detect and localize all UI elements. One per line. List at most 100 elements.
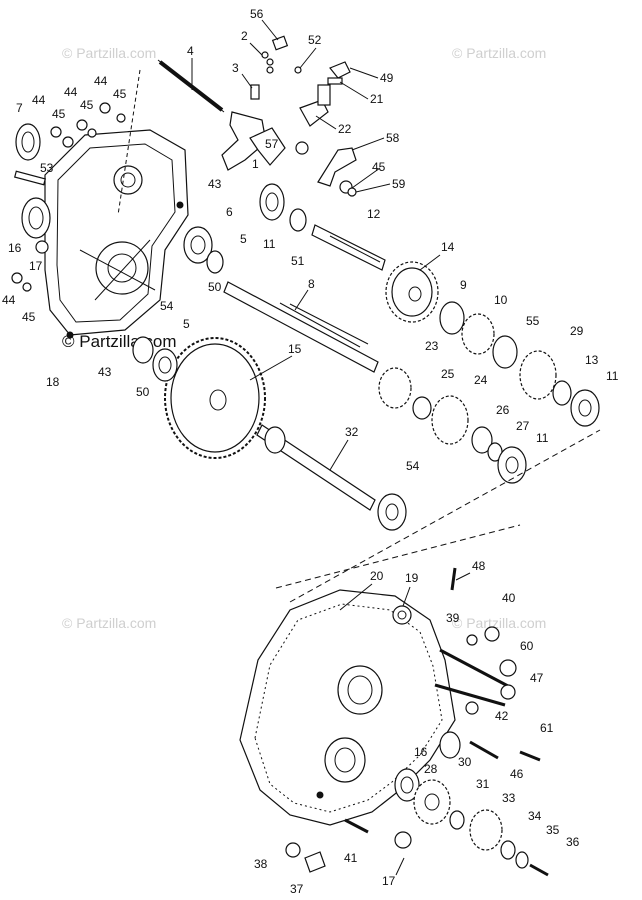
callout-4: 4 (187, 44, 194, 58)
callout-11: 11 (263, 237, 276, 251)
callout-17: 17 (29, 259, 43, 273)
shift-arm (299, 99, 329, 127)
watermark-mid-left-lower: © Partzilla.com (62, 615, 156, 631)
callout-51: 51 (291, 254, 305, 268)
callout-17: 17 (382, 874, 396, 888)
bearing-11-right (570, 389, 600, 427)
sprocket-28 (413, 779, 451, 825)
callout-49: 49 (380, 71, 394, 85)
callout-46: 46 (510, 767, 524, 781)
callout-11: 11 (536, 431, 549, 445)
callout-7: 7 (16, 101, 23, 115)
callout-53: 53 (40, 161, 54, 175)
callout-25: 25 (441, 367, 455, 381)
callout-20: 20 (370, 569, 384, 583)
callout-57: 57 (265, 137, 279, 151)
callout-labels: 56 2 4 52 3 49 21 44 44 7 44 45 45 45 22… (2, 7, 619, 896)
right-case-half (239, 589, 456, 826)
watermark-mid-left: © Partzilla.com (62, 332, 177, 351)
gear-10 (461, 313, 495, 355)
callout-28: 28 (424, 762, 438, 776)
callout-34: 34 (528, 809, 542, 823)
callout-56: 56 (250, 7, 264, 21)
callout-22: 22 (338, 122, 352, 136)
callout-29: 29 (570, 324, 584, 338)
callout-50: 50 (208, 280, 222, 294)
callout-58: 58 (386, 131, 400, 145)
callout-45: 45 (52, 107, 66, 121)
callout-44: 44 (64, 85, 78, 99)
callout-16: 16 (8, 241, 22, 255)
callout-48: 48 (472, 559, 486, 573)
callout-54: 54 (160, 299, 174, 313)
watermark-top-right: © Partzilla.com (452, 45, 546, 61)
bearing-6 (183, 226, 213, 264)
callout-60: 60 (520, 639, 534, 653)
callout-8: 8 (308, 277, 315, 291)
callout-13: 13 (585, 353, 599, 367)
callout-59: 59 (392, 177, 406, 191)
gear-29 (519, 350, 557, 400)
callout-24: 24 (474, 373, 488, 387)
callout-27: 27 (516, 419, 530, 433)
seal-7 (15, 123, 41, 161)
watermark-top-left: © Partzilla.com (62, 45, 156, 61)
callout-55: 55 (526, 314, 540, 328)
bearing-11 (259, 183, 285, 221)
callout-14: 14 (441, 240, 455, 254)
counter-shaft (223, 281, 379, 373)
callout-1: 1 (252, 157, 259, 171)
seal-16-lower (439, 731, 461, 759)
callout-45: 45 (22, 310, 36, 324)
callout-41: 41 (344, 851, 358, 865)
callout-54: 54 (406, 459, 420, 473)
callout-43: 43 (208, 177, 222, 191)
callout-12: 12 (367, 207, 381, 221)
watermark-mid-right: © Partzilla.com (452, 615, 546, 631)
callout-26: 26 (496, 403, 510, 417)
callout-15: 15 (288, 342, 302, 356)
callout-19: 19 (405, 571, 419, 585)
gear-15 (164, 337, 266, 459)
callout-44: 44 (32, 93, 46, 107)
callout-45: 45 (372, 160, 386, 174)
callout-9: 9 (460, 278, 467, 292)
callout-18: 18 (46, 375, 60, 389)
stopper-lever (317, 147, 357, 187)
shift-shaft (157, 59, 225, 113)
seal-53 (21, 197, 51, 239)
left-case-half (44, 129, 189, 339)
gear-24 (431, 395, 469, 445)
bearing-11-lower (497, 446, 527, 484)
callout-23: 23 (425, 339, 439, 353)
callout-36: 36 (566, 835, 580, 849)
gear-23 (378, 367, 412, 409)
callout-50: 50 (136, 385, 150, 399)
callout-38: 38 (254, 857, 268, 871)
shift-fork (221, 111, 267, 171)
sprocket-33 (469, 809, 503, 851)
callout-2: 2 (241, 29, 248, 43)
callout-43: 43 (98, 365, 112, 379)
callout-61: 61 (540, 721, 554, 735)
main-shaft (311, 224, 386, 271)
callout-32: 32 (345, 425, 359, 439)
callout-42: 42 (495, 709, 509, 723)
callout-33: 33 (502, 791, 516, 805)
callout-6: 6 (226, 205, 233, 219)
bearing-54 (377, 493, 407, 531)
leader-lines (191, 19, 471, 611)
callout-5: 5 (240, 232, 247, 246)
callout-3: 3 (232, 61, 239, 75)
gear-14 (385, 261, 439, 323)
callout-44: 44 (94, 74, 108, 88)
callout-44: 44 (2, 293, 16, 307)
callout-16: 16 (414, 745, 428, 759)
callout-39: 39 (446, 611, 460, 625)
callout-11: 11 (606, 369, 619, 383)
callout-30: 30 (458, 755, 472, 769)
callout-21: 21 (370, 92, 384, 106)
callout-52: 52 (308, 33, 322, 47)
callout-40: 40 (502, 591, 516, 605)
